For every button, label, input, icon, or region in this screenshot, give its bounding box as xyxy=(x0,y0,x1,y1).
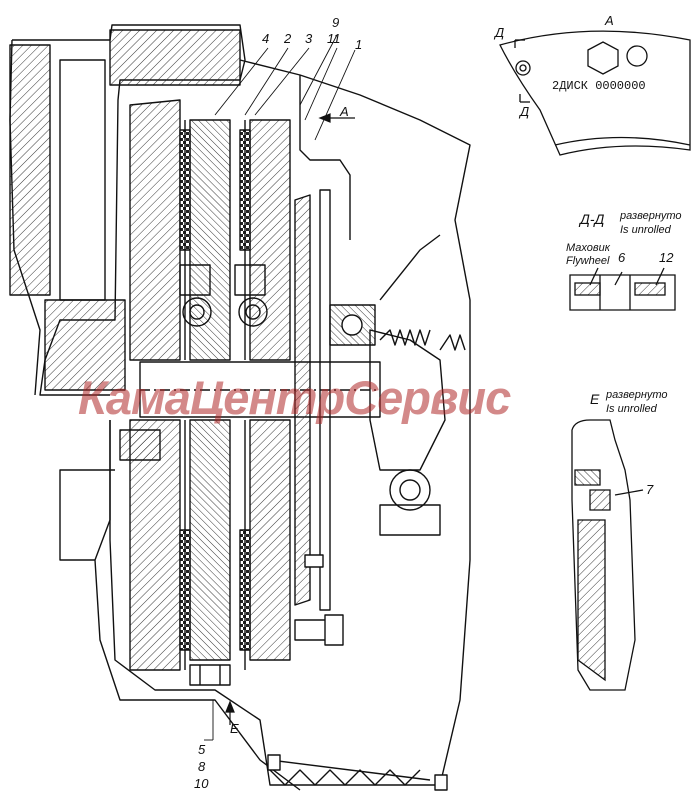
callout-2: 2 xyxy=(284,31,292,46)
intermediate-disk-lower xyxy=(249,419,291,661)
callout-4: 4 xyxy=(262,31,270,46)
callout-11: 11 xyxy=(327,31,341,46)
callout-12: 12 xyxy=(659,250,674,265)
view-a-title: А xyxy=(605,13,614,28)
callout-8: 8 xyxy=(198,759,206,774)
arrow-e-label: Е xyxy=(230,721,239,736)
bottom-bolt xyxy=(189,664,231,686)
section-mark-bottom: Д xyxy=(520,104,530,119)
intermediate-disk-upper xyxy=(249,119,291,361)
fork-shaft xyxy=(389,469,431,511)
dd-title: Д-Д xyxy=(580,211,605,227)
callout-1: 1 xyxy=(355,37,363,52)
pressure-plate-upper xyxy=(189,119,231,361)
e-unrolled-ru: развернуто xyxy=(606,389,668,401)
watermark: КамаЦентрСервис xyxy=(78,371,511,424)
engine-block xyxy=(9,44,51,296)
callout-5: 5 xyxy=(198,742,206,757)
flywheel-lower xyxy=(129,419,181,671)
pressure-plate-lower xyxy=(189,419,231,661)
view-a-detail xyxy=(499,30,691,156)
callout-7: 7 xyxy=(646,482,654,497)
dd-unrolled-en: Is unrolled xyxy=(620,224,671,236)
flywheel-label-ru: Маховик xyxy=(566,242,610,254)
e-title: Е xyxy=(590,391,600,407)
view-e-detail xyxy=(571,419,644,691)
flywheel-upper xyxy=(129,99,181,361)
callout-9: 9 xyxy=(332,15,340,30)
dd-unrolled-ru: развернуто xyxy=(620,210,682,222)
e-unrolled-en: Is unrolled xyxy=(606,403,657,415)
section-mark-top: Д xyxy=(495,25,505,40)
return-spring xyxy=(379,329,431,346)
view-dd-detail xyxy=(569,267,676,311)
callout-10: 10 xyxy=(194,776,209,791)
clutch-housing-bell xyxy=(109,59,471,786)
callout-3: 3 xyxy=(305,31,313,46)
disk-stamp: 2ДИСК 0000000 xyxy=(552,79,646,93)
callout-6: 6 xyxy=(618,250,626,265)
damper-spring-1 xyxy=(182,297,212,327)
damper-spring-2 xyxy=(238,297,268,327)
flywheel-label-en: Flywheel xyxy=(566,255,610,267)
arrow-a-label: А xyxy=(340,104,349,119)
